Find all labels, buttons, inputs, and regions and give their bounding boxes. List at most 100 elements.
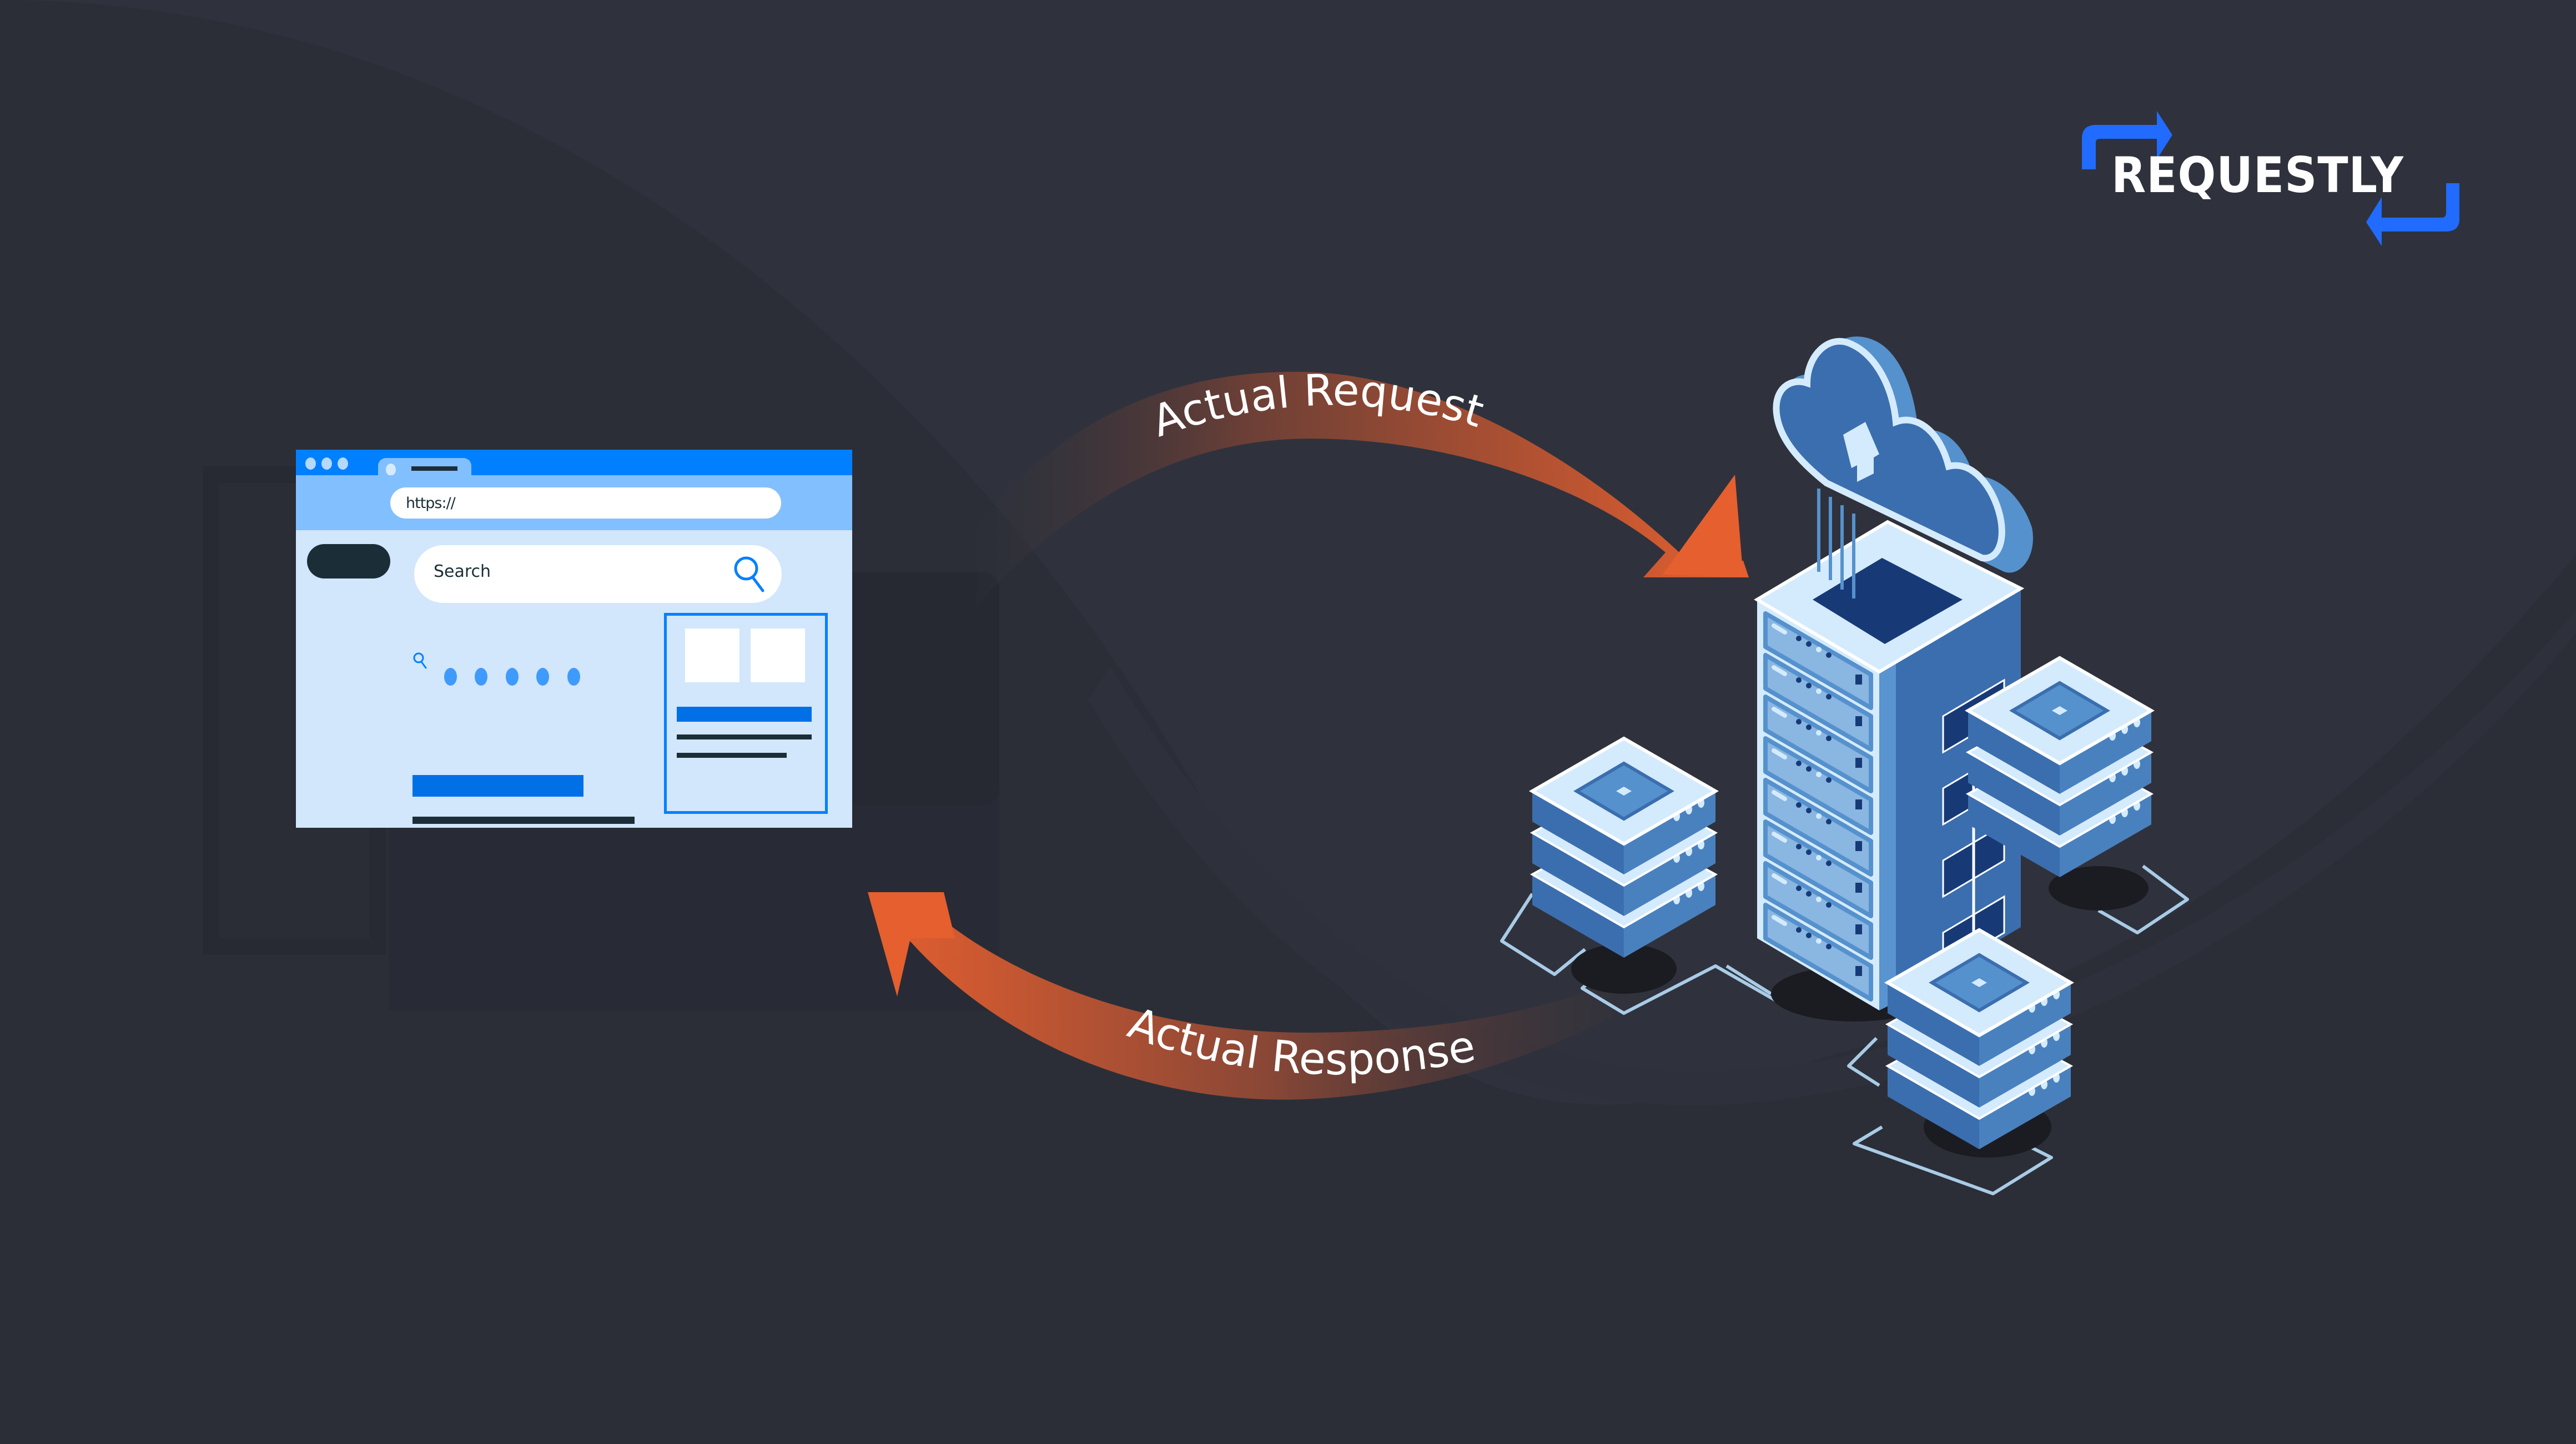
rack-unit-led (1806, 683, 1812, 688)
floor-line (1725, 964, 1772, 995)
rack-unit-led (1796, 802, 1802, 808)
requestly-logo (2082, 111, 2459, 246)
rack-unit-port (1855, 841, 1862, 851)
result-text-line (412, 817, 635, 824)
rack-unit-port (1855, 966, 1862, 976)
card-thumbnail (751, 628, 805, 682)
rack-unit-led (1806, 891, 1812, 897)
rack-unit-label (1772, 748, 1787, 759)
window-control-dot (321, 457, 332, 470)
rack-unit-port (1855, 799, 1862, 809)
rack-unit-port (1855, 758, 1862, 768)
rack-unit-led (1796, 885, 1802, 891)
rack-unit-led (1826, 861, 1832, 866)
rack-unit (1763, 695, 1873, 793)
rack-unit-led (1816, 730, 1822, 736)
rack-unit-led (1796, 761, 1802, 766)
rack-unit-label (1772, 915, 1787, 926)
rack-unit (1763, 736, 1873, 835)
rack-unit-led (1806, 641, 1812, 647)
window-control-dot (305, 457, 316, 470)
browser-window: https:// Search (296, 450, 852, 828)
rack-unit-led (1796, 677, 1802, 683)
result-dot (444, 668, 457, 686)
logo-placeholder-pill (307, 544, 390, 578)
rack-top-slot (1813, 558, 1963, 644)
rack-unit (1763, 611, 1873, 710)
rack-unit-label (1772, 790, 1787, 801)
rack-unit-port (1855, 675, 1862, 685)
tab-favicon (386, 464, 396, 476)
rack-unit-led (1816, 647, 1822, 652)
rack-unit-led (1796, 844, 1802, 849)
floor-line (1847, 1037, 1880, 1087)
rack-unit-led (1806, 849, 1812, 855)
stack-top-indicator (1971, 978, 1987, 987)
rack-unit (1763, 903, 1873, 1002)
request-arrowhead (1663, 475, 1743, 577)
rack-unit-led (1806, 808, 1812, 813)
floor-line (1500, 893, 1586, 976)
mini-search-icon (413, 652, 427, 669)
url-text: https:// (406, 495, 456, 512)
rack-unit-label (1772, 665, 1787, 676)
tab-title-placeholder (411, 466, 457, 471)
cloud-connectors (1817, 489, 1855, 598)
rack-unit-led (1816, 938, 1822, 944)
sidebar-card (664, 613, 828, 814)
cloud-upload-icon (1773, 336, 2033, 598)
rack-unit-led (1816, 772, 1822, 777)
rack-unit-led (1816, 855, 1822, 861)
card-text-line (677, 734, 812, 739)
rack-unit-led (1796, 719, 1802, 724)
card-thumbnail (685, 628, 739, 682)
rack-unit (1763, 653, 1873, 752)
search-placeholder: Search (434, 562, 491, 581)
card-text-line (677, 753, 787, 758)
rack-unit (1763, 778, 1873, 877)
result-dot (536, 668, 549, 686)
rack-unit-label (1772, 873, 1787, 884)
result-title-bar (412, 775, 583, 797)
window-control-dot (338, 457, 348, 470)
result-dot (567, 668, 580, 686)
request-arrow-body (977, 371, 1749, 605)
rack-unit (1763, 861, 1873, 960)
rack-unit-port (1855, 924, 1862, 934)
rack-unit-led (1806, 933, 1812, 938)
stack-top-indicator (1616, 787, 1632, 796)
rack-units (1763, 611, 1873, 1002)
rack-unit-label (1772, 707, 1787, 718)
rack-unit-label (1772, 623, 1787, 635)
rack-unit-led (1826, 944, 1832, 949)
floor-line (1853, 1125, 2053, 1195)
url-field: https:// (390, 487, 781, 519)
rack-unit-led (1816, 813, 1822, 819)
rack-unit-led (1796, 927, 1802, 933)
upload-arrow-icon (1843, 422, 1879, 482)
rack-unit (1763, 819, 1873, 918)
server-rack (1754, 520, 2025, 1010)
address-bar-area: https:// (296, 475, 852, 530)
result-dot (506, 668, 519, 686)
rack-unit-label (1772, 832, 1787, 843)
search-icon (734, 556, 764, 592)
rack-unit-led (1826, 819, 1832, 824)
rack-unit-led (1826, 902, 1832, 908)
brand-name: REQUESTLY (2111, 147, 2404, 204)
floor-line (2097, 864, 2189, 934)
stack-top-indicator (2052, 706, 2067, 715)
rack-unit-led (1806, 724, 1812, 730)
rack-unit-led (1826, 736, 1832, 741)
rack-unit-led (1816, 897, 1822, 902)
rack-unit-led (1826, 694, 1832, 700)
rack-unit-led (1816, 688, 1822, 694)
logo-arrow-left-icon (2366, 183, 2459, 246)
rack-unit-port (1855, 883, 1862, 893)
rack-unit-port (1855, 716, 1862, 726)
logo-arrow-right-icon (2082, 111, 2172, 169)
card-title-bar (677, 707, 812, 722)
